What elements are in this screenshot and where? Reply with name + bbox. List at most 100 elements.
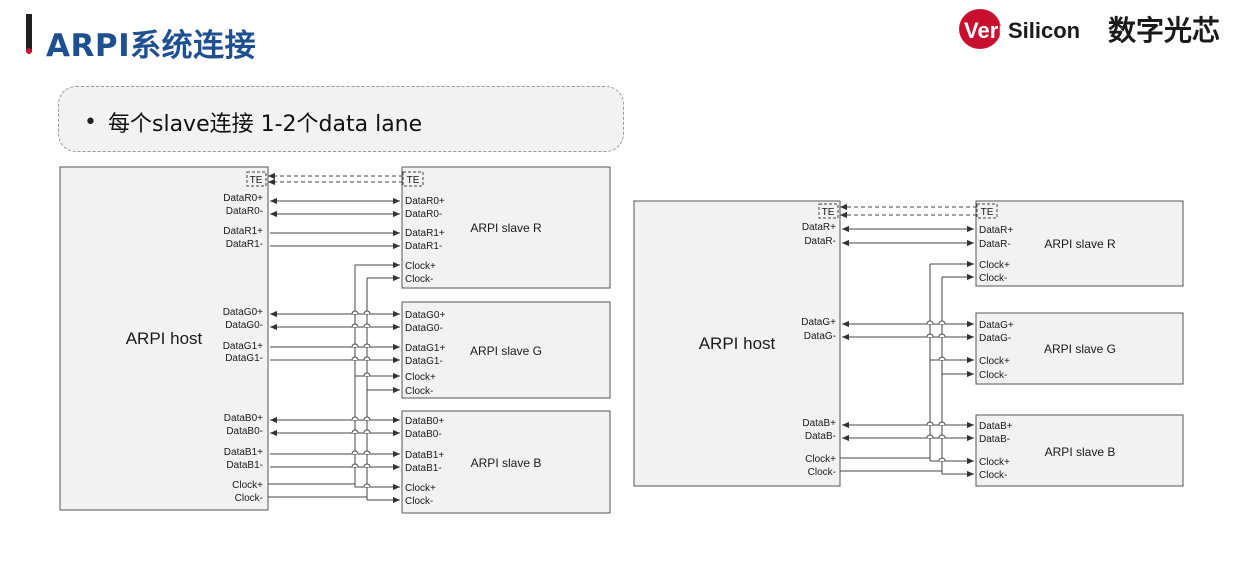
- slave-r-pin: DataR0+: [405, 196, 445, 207]
- slave-r-pin: Clock+: [979, 260, 1010, 271]
- slave-b-pin: DataB1-: [405, 463, 442, 474]
- diagram-right: ARPI host ARPI slave R DataR+ DataR- Clock+ C…: [633, 200, 1184, 487]
- slave-g-pin: Clock-: [979, 370, 1007, 381]
- crossing-hop: [351, 429, 359, 434]
- crossing-hop: [363, 343, 371, 348]
- crossing-hop: [363, 483, 371, 488]
- host-te-box: [246, 171, 267, 187]
- slave-b-pin: DataB0+: [405, 416, 444, 427]
- slave-te-label: TE: [981, 207, 994, 218]
- host-pin: DataB-: [805, 431, 836, 442]
- crossing-hop: [351, 343, 359, 348]
- host-pin: DataG1-: [225, 353, 263, 364]
- host-pin: DataG+: [801, 317, 836, 328]
- crossing-hop: [351, 450, 359, 455]
- host-pin: DataG1+: [223, 341, 263, 352]
- host-te-box: [818, 203, 839, 219]
- slave-r-label: ARPI slave R: [470, 221, 542, 235]
- crossing-hop: [363, 429, 371, 434]
- bullet-text: 每个slave连接 1-2个data lane: [108, 112, 423, 137]
- crossing-hop: [938, 356, 946, 361]
- page-title: ARPI系统连接: [46, 28, 257, 64]
- host-pin: DataB0-: [226, 426, 263, 437]
- host-label: ARPI host: [699, 334, 776, 353]
- crossing-hop: [351, 323, 359, 328]
- host-pin: DataG0-: [225, 320, 263, 331]
- host-box: [633, 200, 841, 487]
- slave-g-pin: Clock+: [405, 372, 436, 383]
- slave-b-pin: DataB+: [979, 421, 1013, 432]
- verisilicon-logo: Veri Silicon 数字光芯: [959, 9, 1220, 49]
- slave-g-box: [975, 312, 1184, 385]
- title-accent-bar: [26, 14, 32, 52]
- slave-g-pin: Clock-: [405, 386, 433, 397]
- slave-r-pin: DataR1-: [405, 241, 442, 252]
- slave-b-label: ARPI slave B: [471, 456, 542, 470]
- slave-te-box: [402, 171, 424, 187]
- crossing-hop: [363, 416, 371, 421]
- slave-b-box: [401, 410, 611, 514]
- slave-b-label: ARPI slave B: [1045, 445, 1116, 459]
- slave-g-box: [401, 301, 611, 399]
- bullet-marker: •: [84, 110, 97, 135]
- slave-r-pin: DataR-: [979, 239, 1011, 250]
- host-pin: DataR1-: [226, 239, 263, 250]
- logo-brand-ver: Veri: [964, 18, 1004, 43]
- host-pin: Clock-: [808, 467, 836, 478]
- host-pin: DataG-: [804, 331, 836, 342]
- host-pin: DataB0+: [224, 413, 263, 424]
- slave-r-label: ARPI slave R: [1044, 237, 1116, 251]
- slave-b-pin: Clock+: [405, 483, 436, 494]
- slave-g-label: ARPI slave G: [1044, 342, 1116, 356]
- host-pin: DataB1-: [226, 460, 263, 471]
- host-te-label: TE: [250, 175, 263, 186]
- slave-b-pin: Clock-: [979, 470, 1007, 481]
- slave-g-pin: DataG0-: [405, 323, 443, 334]
- slave-b-pin: Clock-: [405, 496, 433, 507]
- slave-g-pin: DataG1-: [405, 356, 443, 367]
- slave-b-pin: DataB1+: [405, 450, 444, 461]
- slave-b-pin: DataB-: [979, 434, 1010, 445]
- diagram-left: ARPI host ARPI slave R DataR0+ DataR0- DataR…: [59, 166, 611, 514]
- slave-g-label: ARPI slave G: [470, 344, 542, 358]
- host-pin: DataB+: [802, 418, 836, 429]
- host-pin: Clock+: [232, 480, 263, 491]
- slave-te-label: TE: [407, 175, 420, 186]
- crossing-hop: [938, 434, 946, 439]
- crossing-hop: [351, 463, 359, 468]
- host-pin: DataR0-: [226, 206, 263, 217]
- host-pin: DataR0+: [223, 193, 263, 204]
- crossing-hop: [363, 310, 371, 315]
- crossing-hop: [351, 356, 359, 361]
- slave-r-pin: DataR+: [979, 225, 1013, 236]
- crossing-hop: [363, 356, 371, 361]
- host-pin: DataR1+: [223, 226, 263, 237]
- host-te-label: TE: [822, 207, 835, 218]
- slave-b-pin: DataB0-: [405, 429, 442, 440]
- host-label: ARPI host: [126, 329, 203, 348]
- logo-brand-silicon: Silicon: [1008, 18, 1080, 43]
- host-box: [59, 166, 269, 511]
- host-pin: Clock-: [235, 493, 263, 504]
- title-accent-dot: [26, 48, 32, 54]
- crossing-hop: [926, 320, 934, 325]
- host-pin: Clock+: [805, 454, 836, 465]
- slave-r-box: [401, 166, 611, 289]
- crossing-hop: [938, 333, 946, 338]
- crossing-hop: [938, 457, 946, 462]
- host-pin: DataR-: [804, 236, 836, 247]
- slave-r-pin: DataR1+: [405, 228, 445, 239]
- slave-r-pin: Clock+: [405, 261, 436, 272]
- slave-b-box: [975, 414, 1184, 487]
- crossing-hop: [351, 416, 359, 421]
- slave-g-pin: DataG1+: [405, 343, 445, 354]
- slave-r-pin: Clock-: [979, 273, 1007, 284]
- crossing-hop: [926, 333, 934, 338]
- crossing-hop: [926, 421, 934, 426]
- host-pin: DataR+: [802, 222, 836, 233]
- crossing-hop: [363, 450, 371, 455]
- slave-g-pin: DataG-: [979, 333, 1011, 344]
- crossing-hop: [363, 463, 371, 468]
- slave-g-pin: Clock+: [979, 356, 1010, 367]
